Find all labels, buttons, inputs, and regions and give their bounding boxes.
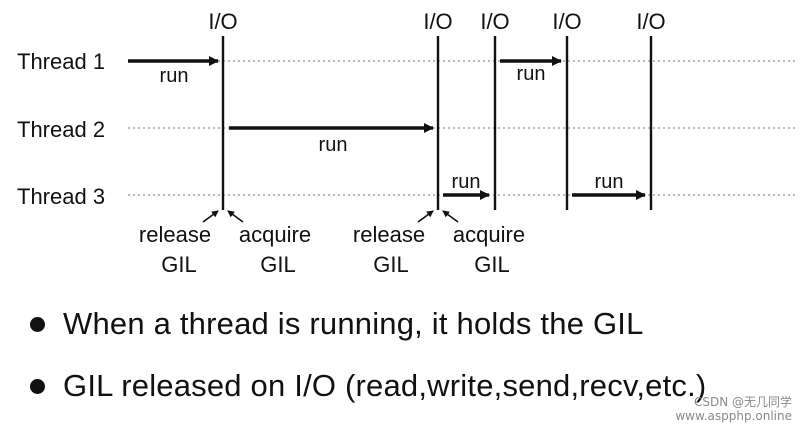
run-label-thread1-a: run (160, 65, 189, 87)
bullet-item: GIL released on I/O (read,write,send,rec… (30, 368, 706, 404)
annotation-acquire-2-line1: acquire (453, 222, 525, 247)
io-label-2: I/O (423, 9, 452, 34)
run-label-thread3-a: run (452, 171, 481, 193)
annotation-release-1-line1: release (139, 222, 211, 247)
bullet-item: When a thread is running, it holds the G… (30, 306, 644, 342)
pointer-arrow-acquire-2 (442, 210, 459, 223)
watermark: CSDN @无几同学 www.aspphp.online (675, 395, 792, 423)
run-label-thread1-b: run (517, 63, 546, 85)
run-label-thread2: run (319, 134, 348, 156)
annotation-release-2-line2: GIL (373, 252, 408, 277)
watermark-line2: www.aspphp.online (675, 409, 792, 423)
pointer-arrow-release-1 (202, 210, 219, 223)
io-label-4: I/O (552, 9, 581, 34)
annotation-acquire-1-line2: GIL (260, 252, 295, 277)
io-label-1: I/O (208, 9, 237, 34)
io-label-5: I/O (636, 9, 665, 34)
thread-label-2: Thread 2 (17, 117, 105, 142)
bullet-text: GIL released on I/O (read,write,send,rec… (63, 368, 707, 403)
run-label-thread3-b: run (595, 171, 624, 193)
thread-label-1: Thread 1 (17, 49, 105, 74)
bullet-text: When a thread is running, it holds the G… (63, 306, 644, 341)
pointer-arrow-acquire-1 (227, 210, 244, 223)
annotation-release-1-line2: GIL (161, 252, 196, 277)
pointer-arrow-release-2 (417, 210, 434, 223)
annotation-release-2-line1: release (353, 222, 425, 247)
watermark-line1: CSDN @无几同学 (693, 395, 792, 409)
thread-label-3: Thread 3 (17, 184, 105, 209)
bullet-dot-icon (30, 378, 45, 394)
io-label-3: I/O (480, 9, 509, 34)
annotation-acquire-2-line2: GIL (474, 252, 509, 277)
annotation-acquire-1-line1: acquire (239, 222, 311, 247)
bullet-dot-icon (30, 316, 45, 332)
